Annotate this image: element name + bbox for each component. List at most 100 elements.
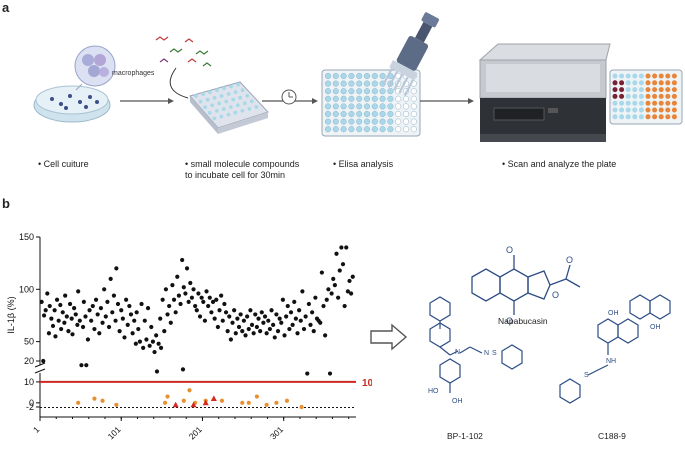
well xyxy=(645,100,651,106)
atom-label: N xyxy=(484,350,489,357)
hit-point xyxy=(181,398,186,403)
data-point xyxy=(217,308,222,313)
well xyxy=(363,110,371,118)
hit-point xyxy=(163,400,168,405)
data-point xyxy=(168,320,173,325)
well xyxy=(665,80,671,86)
well xyxy=(245,93,250,98)
data-point xyxy=(60,310,65,315)
well xyxy=(236,82,240,87)
data-point xyxy=(119,308,124,313)
well xyxy=(619,87,625,93)
well xyxy=(625,93,631,99)
well xyxy=(201,92,205,96)
well xyxy=(332,103,339,110)
data-point xyxy=(259,310,264,315)
well xyxy=(371,110,378,118)
data-point xyxy=(262,314,268,319)
data-point xyxy=(97,331,102,336)
x-tick-label: 201 xyxy=(187,424,204,441)
data-point xyxy=(293,316,298,321)
well xyxy=(233,110,238,115)
data-point xyxy=(106,324,112,330)
data-point xyxy=(47,303,52,309)
panel-a-label: a xyxy=(2,0,10,15)
well xyxy=(233,90,238,94)
hit-point xyxy=(264,402,269,408)
macrophages-label: macrophages xyxy=(112,70,155,77)
well xyxy=(665,114,671,120)
data-point xyxy=(95,312,100,317)
well xyxy=(645,114,651,120)
data-point xyxy=(156,341,161,346)
data-point xyxy=(142,318,147,323)
data-point xyxy=(313,295,318,300)
well xyxy=(379,126,386,133)
atom-label: N xyxy=(455,349,460,356)
well xyxy=(222,86,226,91)
data-point xyxy=(139,301,144,307)
well xyxy=(638,114,644,120)
data-point xyxy=(301,326,307,332)
data-point xyxy=(122,335,127,340)
data-point xyxy=(199,295,204,300)
macrophages-magnifier-icon xyxy=(74,45,116,91)
well xyxy=(371,88,378,95)
data-point xyxy=(269,308,274,313)
well xyxy=(387,103,394,110)
data-point xyxy=(279,320,284,325)
well xyxy=(632,80,638,86)
well xyxy=(254,105,259,109)
well xyxy=(638,100,644,106)
data-point xyxy=(196,291,201,296)
data-point xyxy=(274,312,279,317)
data-point xyxy=(191,287,196,292)
well xyxy=(235,103,240,108)
well xyxy=(645,73,651,79)
data-point xyxy=(321,303,326,309)
well xyxy=(632,73,638,79)
data-point xyxy=(75,322,80,327)
well xyxy=(379,72,386,80)
data-point xyxy=(336,295,341,300)
arrowhead-icon xyxy=(468,98,474,104)
well xyxy=(340,103,347,110)
timer-icon xyxy=(281,89,297,105)
y-tick-label: 0 xyxy=(29,398,34,408)
well xyxy=(324,126,332,133)
data-point xyxy=(113,318,118,323)
well xyxy=(371,72,378,80)
data-point xyxy=(39,299,44,304)
data-point xyxy=(162,329,167,334)
well xyxy=(371,118,378,125)
well xyxy=(410,110,417,118)
data-point xyxy=(127,303,132,309)
data-point xyxy=(176,293,182,298)
data-point xyxy=(180,367,186,372)
data-point xyxy=(194,308,199,313)
hit-point xyxy=(284,398,290,403)
x-tick-label: 1 xyxy=(31,424,42,435)
data-point xyxy=(275,329,281,334)
data-point xyxy=(311,329,316,334)
data-point xyxy=(232,308,237,313)
atom-label: O xyxy=(506,245,513,255)
well xyxy=(247,107,252,111)
data-point xyxy=(261,320,266,325)
well xyxy=(395,103,402,110)
well xyxy=(348,88,355,95)
data-point xyxy=(154,369,160,374)
arrow-icon xyxy=(120,98,174,104)
threshold-label: 10% xyxy=(362,378,372,389)
atom-label: S xyxy=(584,372,589,379)
axis-break-mark xyxy=(34,368,46,374)
well xyxy=(632,100,638,106)
well xyxy=(324,95,332,102)
well xyxy=(395,95,402,102)
well xyxy=(332,88,339,95)
data-point xyxy=(331,276,336,281)
well xyxy=(665,93,671,99)
well xyxy=(356,118,363,125)
well xyxy=(402,103,410,110)
well xyxy=(665,100,671,106)
